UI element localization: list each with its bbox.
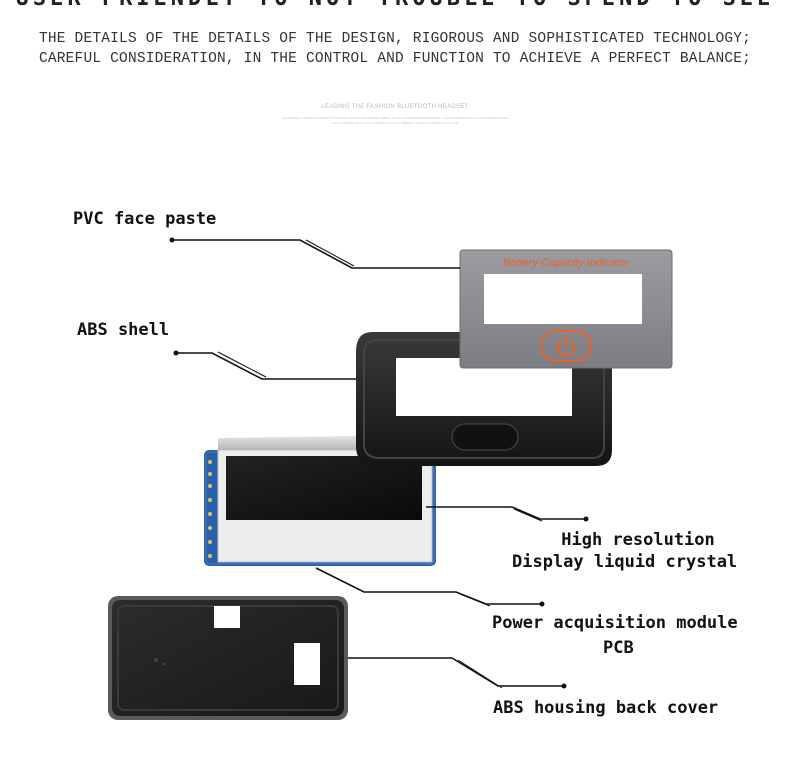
lcd-screen [226, 456, 422, 520]
back-cover-small-cutout [214, 606, 240, 628]
label-back-cover: ABS housing back cover [493, 698, 719, 718]
label-abs-shell: ABS shell [77, 320, 170, 340]
label-display-line-1: High resolution [561, 530, 715, 550]
faint-text-line-1: THE PRODUCT DESIGN CONCEPT FOLLOWS THE F… [281, 116, 509, 120]
intro-line-1: THE DETAILS OF THE DETAILS OF THE DESIGN… [38, 31, 752, 47]
label-pcb-line-1: Power acquisition module [492, 613, 738, 633]
faint-text-line-2: LONG STANDBY TIME, EASY OPERATION AND A … [331, 121, 459, 125]
label-display-line-2: Display liquid crystal [512, 552, 738, 572]
faint-heading: LEADING THE FASHION BLUETOOTH HEADSET [321, 104, 469, 110]
face-printed-text: Battery Capacity Indicator [503, 257, 630, 269]
headline: USER FRIENDLY TO NOT TROUBLE TO SPEND TO… [0, 0, 790, 11]
leader-dots [169, 237, 589, 689]
label-pvc-face-paste: PVC face paste [73, 209, 217, 229]
label-pcb-line-2: PCB [603, 638, 634, 658]
face-window [484, 274, 642, 324]
pvc-face-paste: Battery Capacity Indicator [459, 249, 673, 369]
shell-button-recess [451, 423, 519, 451]
back-cover-large-cutout [294, 643, 320, 685]
power-icon [540, 330, 592, 362]
pcb-lcd-assembly [204, 436, 436, 566]
leader-lines [172, 239, 586, 689]
intro-line-2: CAREFUL CONSIDERATION, IN THE CONTROL AN… [38, 51, 752, 67]
abs-back-cover [108, 596, 348, 720]
